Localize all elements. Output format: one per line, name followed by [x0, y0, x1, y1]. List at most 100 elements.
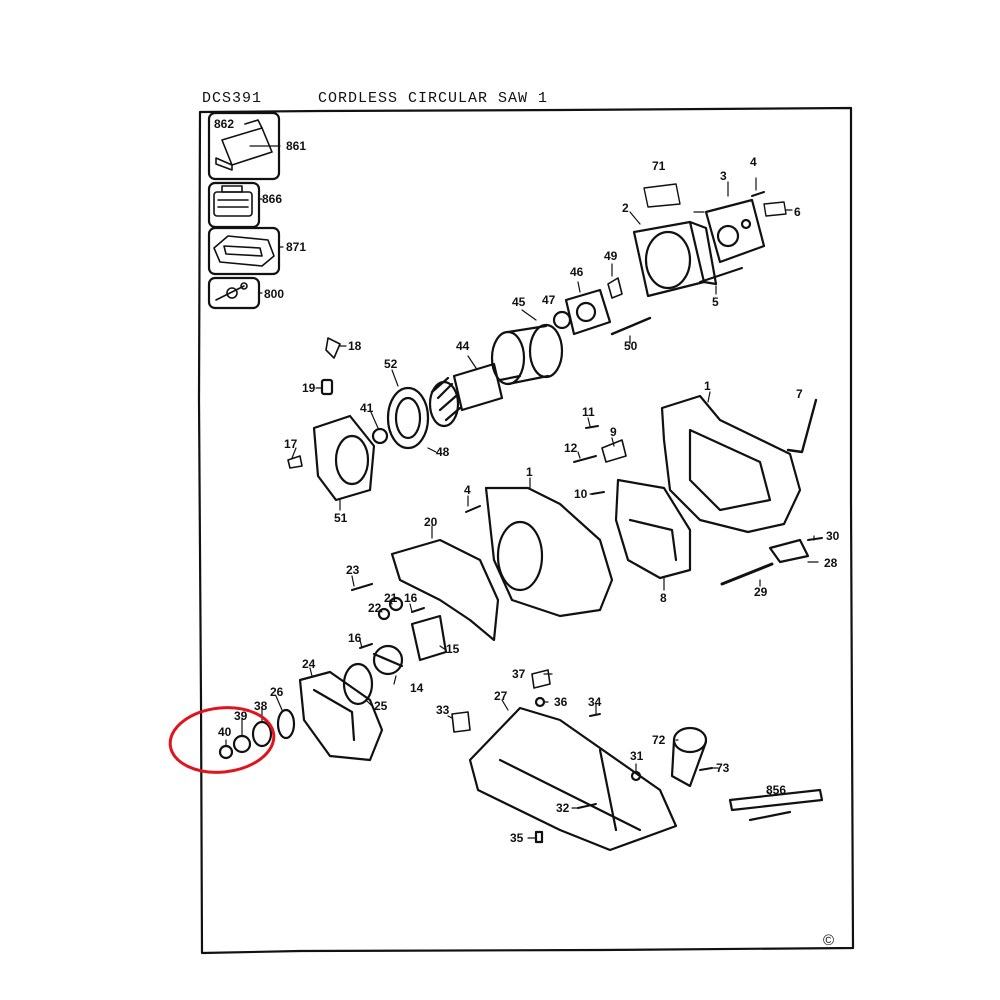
model-number: DCS391: [202, 90, 263, 107]
label-47: 47: [542, 293, 556, 307]
part-33-knob: [451, 711, 471, 733]
part-9-switch: [601, 439, 627, 463]
label-21: 21: [384, 591, 398, 605]
label-48: 48: [436, 445, 450, 459]
part-29-shaft: [720, 562, 774, 586]
part-14-gear: [372, 644, 404, 676]
blade-wrench-box-frame: [207, 276, 261, 310]
label-50: 50: [624, 339, 638, 353]
label-37: 37: [512, 667, 526, 681]
part-45-field-magnet: [490, 323, 564, 386]
part-1-housing-right: [660, 394, 802, 534]
part-41-ring: [371, 427, 389, 445]
leader-lines: [225, 145, 819, 839]
label-73: 73: [716, 761, 730, 775]
label-32: 32: [556, 801, 570, 815]
label-51: 51: [334, 511, 348, 525]
part-30-screw: [807, 537, 823, 541]
label-27: 27: [494, 689, 508, 703]
label-45: 45: [512, 295, 526, 309]
part-26-spacer: [276, 708, 296, 740]
part-37-knob: [531, 669, 551, 689]
part-1-housing-left: [484, 486, 614, 618]
label-46: 46: [570, 265, 584, 279]
label-14: 14: [410, 681, 424, 695]
label-11: 11: [582, 405, 595, 419]
part-47-bearing: [552, 310, 572, 330]
label-34: 34: [588, 695, 602, 709]
part-36-nut: [534, 696, 546, 708]
part-2-motor-housing: [632, 220, 718, 298]
label-49: 49: [604, 249, 618, 263]
blade-wrench-icon: [215, 282, 248, 301]
part-73-screw: [699, 767, 713, 771]
label-19: 19: [302, 381, 316, 395]
part-17-spring: [287, 455, 303, 469]
label-3: 3: [720, 169, 727, 183]
label-4: 4: [750, 155, 757, 169]
part-50-rod: [610, 316, 652, 336]
label-71: 71: [652, 159, 666, 173]
part-46-brush-holder: [564, 288, 612, 336]
part-5-screw: [699, 267, 743, 283]
part-51-gear-housing: [312, 414, 376, 502]
part-11-pin: [585, 425, 599, 429]
label-12: 12: [564, 441, 578, 455]
label-5: 5: [712, 295, 719, 309]
part-49-clip: [607, 277, 623, 299]
part-44-armature: [428, 362, 522, 428]
part-39-clamp-washer: [232, 734, 252, 754]
label-38: 38: [254, 699, 268, 713]
part-20-upper-guard: [390, 538, 500, 642]
part-40-blade-bolt: [218, 744, 234, 760]
label-4b: 4: [464, 483, 471, 497]
kit-box-icon: [215, 119, 273, 171]
copyright-symbol: ©: [823, 932, 835, 949]
part-8-trigger-module: [614, 478, 692, 580]
highlight-circle: [168, 706, 276, 774]
label-10: 10: [574, 487, 588, 501]
diagram-title: CORDLESS CIRCULAR SAW 1: [318, 90, 549, 107]
label-26: 26: [270, 685, 284, 699]
label-9: 9: [610, 425, 617, 439]
charger-icon: [213, 235, 275, 267]
part-19-pin: [320, 378, 334, 396]
label-40: 40: [218, 725, 232, 739]
label-72: 72: [652, 733, 666, 747]
label-7: 7: [796, 387, 803, 401]
label-41: 41: [360, 401, 374, 415]
part-23-pin: [350, 582, 374, 592]
part-35-pin: [534, 830, 544, 844]
label-23: 23: [346, 563, 360, 577]
part-16-screw: [411, 607, 425, 613]
page-frame: [197, 106, 855, 955]
label-29: 29: [754, 585, 768, 599]
label-25: 25: [374, 699, 388, 713]
label-1a: 1: [704, 379, 711, 393]
part-22-washer: [377, 607, 391, 621]
part-7-hex-key: [786, 398, 818, 454]
label-16b: 16: [348, 631, 362, 645]
part-18-latch: [325, 337, 341, 359]
charger-box-frame: [207, 226, 281, 276]
label-30: 30: [826, 529, 840, 543]
label-44: 44: [456, 339, 470, 353]
label-35: 35: [510, 831, 524, 845]
label-861: 861: [286, 139, 306, 153]
label-8: 8: [660, 591, 667, 605]
part-52-fan-baffle: [386, 386, 430, 450]
part-4-screw: [751, 191, 765, 197]
part-34-pin: [589, 713, 601, 717]
part-25-retaining-ring: [342, 662, 374, 706]
label-15: 15: [446, 642, 460, 656]
part-28-lever: [768, 538, 810, 564]
part-21-bearing: [388, 596, 404, 612]
part-15-gear-plate: [410, 614, 448, 662]
label-871: 871: [286, 240, 306, 254]
part-24-lower-guard: [298, 670, 384, 762]
label-24: 24: [302, 657, 316, 671]
battery-icon: [213, 185, 253, 217]
label-866: 866: [262, 192, 282, 206]
part-6-label: [763, 201, 787, 217]
